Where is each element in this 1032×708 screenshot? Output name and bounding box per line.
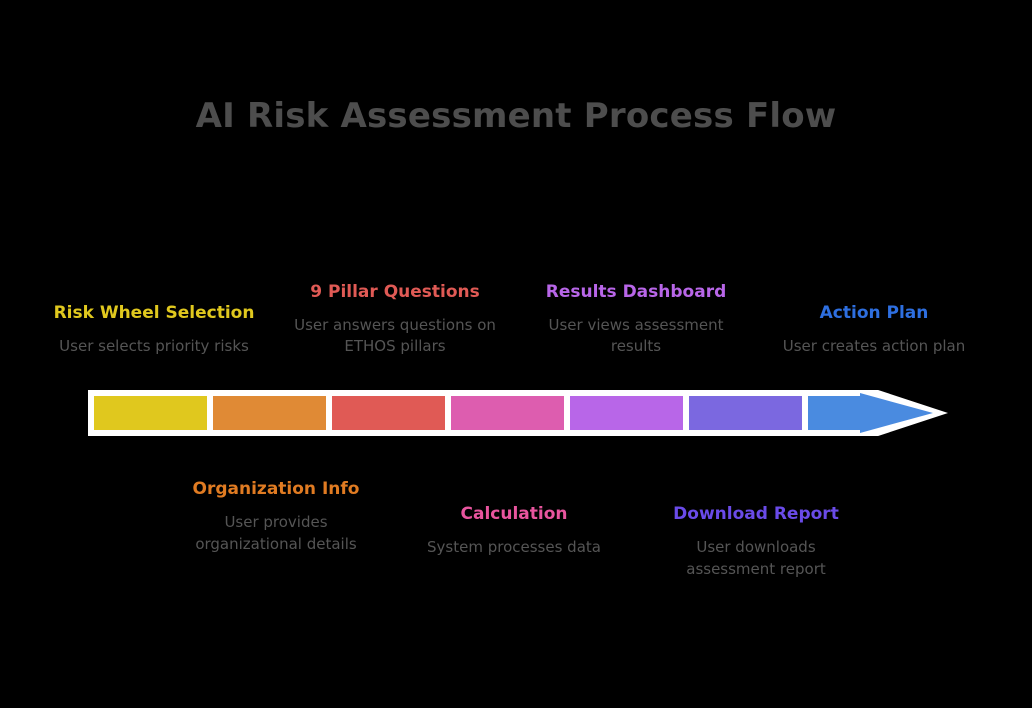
step-title-nine-pillar-questions: 9 Pillar Questions: [310, 281, 480, 302]
label-spacer: [651, 526, 861, 537]
step-description-risk-wheel-selection: User selects priority risks: [59, 337, 249, 356]
step-label-download-report: Download Report User downloads assessmen…: [651, 503, 861, 621]
step-description-download-report: User downloads assessment report: [686, 537, 826, 578]
step-description-nine-pillar-questions: User answers questions on ETHOS pillars: [294, 315, 496, 356]
label-spacer: [47, 325, 261, 336]
step-description-organization-info: User provides organizational details: [195, 512, 357, 553]
timeline-segment-risk-wheel-selection: [94, 396, 207, 430]
step-title-risk-wheel-selection: Risk Wheel Selection: [53, 303, 255, 324]
step-title-calculation: Calculation: [460, 504, 568, 524]
step-label-action-plan: Action Plan User creates action plan: [770, 255, 978, 358]
timeline-segment-nine-pillar-questions: [332, 396, 445, 430]
step-description-action-plan: User creates action plan: [782, 337, 966, 356]
step-label-risk-wheel-selection: Risk Wheel Selection User selects priori…: [47, 228, 261, 358]
label-spacer: [534, 304, 738, 315]
step-title-action-plan: Action Plan: [819, 303, 929, 324]
label-spacer: [292, 304, 498, 315]
step-label-nine-pillar-questions: 9 Pillar Questions User answers question…: [292, 205, 498, 358]
step-description-results-dashboard: User views assessment results: [548, 315, 724, 356]
timeline-segment-download-report: [689, 396, 802, 430]
timeline-arrow-svg: [88, 386, 948, 440]
step-title-results-dashboard: Results Dashboard: [545, 281, 727, 302]
label-spacer: [170, 501, 382, 512]
page-title: AI Risk Assessment Process Flow: [195, 96, 837, 136]
step-label-organization-info: Organization Info User provides organiza…: [170, 478, 382, 618]
process-timeline-arrow: [88, 386, 948, 440]
step-title-organization-info: Organization Info: [192, 479, 360, 499]
timeline-segment-organization-info: [213, 396, 326, 430]
label-spacer: [414, 526, 614, 537]
step-title-download-report: Download Report: [673, 504, 839, 524]
timeline-segment-action-plan: [808, 393, 933, 433]
timeline-segment-results-dashboard: [570, 396, 683, 430]
step-label-results-dashboard: Results Dashboard User views assessment …: [534, 228, 738, 358]
step-description-calculation: System processes data: [427, 537, 601, 556]
step-label-calculation: Calculation System processes data: [414, 503, 614, 621]
timeline-segment-calculation: [451, 396, 564, 430]
label-spacer: [770, 325, 978, 336]
